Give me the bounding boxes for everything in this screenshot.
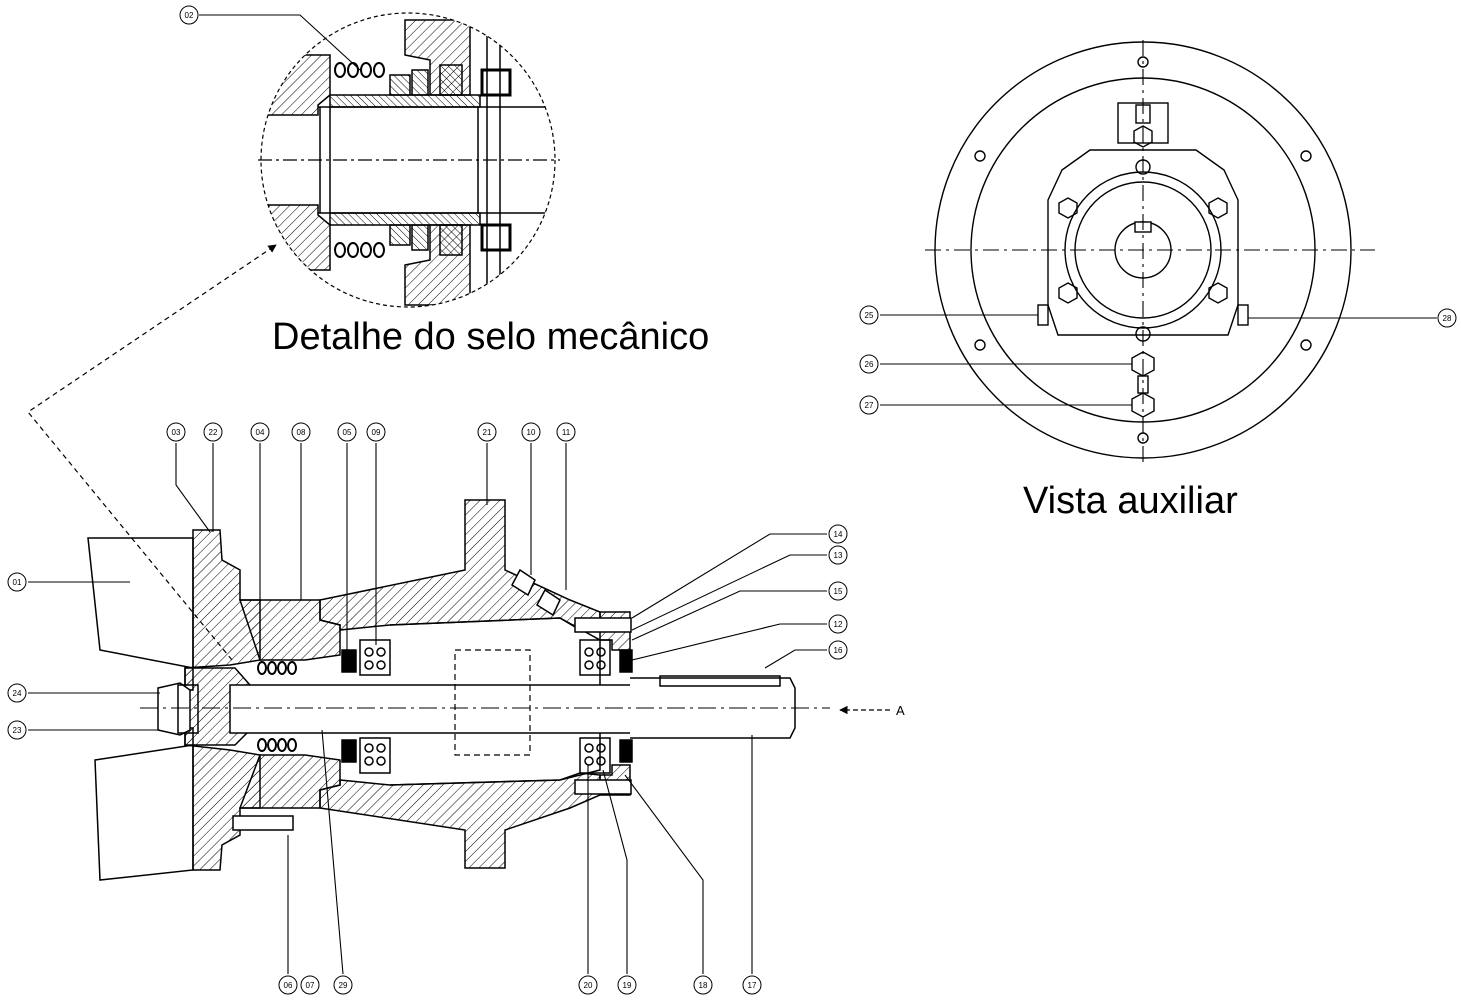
svg-text:13: 13 (834, 551, 843, 560)
svg-text:03: 03 (172, 428, 181, 437)
auxiliary-view-caption: Vista auxiliar (1023, 480, 1238, 522)
svg-text:12: 12 (834, 620, 843, 629)
seal-detail-view (258, 12, 560, 308)
svg-text:22: 22 (209, 428, 218, 437)
svg-text:04: 04 (256, 428, 265, 437)
balloon-13: 13 (828, 545, 848, 565)
balloon-18: 18 (693, 975, 713, 995)
svg-text:16: 16 (834, 646, 843, 655)
svg-text:01: 01 (13, 578, 22, 587)
balloon-28: 28 (1437, 308, 1457, 328)
main-section-view (87, 499, 890, 881)
balloon-05: 05 (337, 422, 357, 442)
svg-text:05: 05 (343, 428, 352, 437)
seal-detail-caption: Detalhe do selo mecânico (272, 316, 710, 358)
balloon-21: 21 (477, 422, 497, 442)
balloon-19: 19 (617, 975, 637, 995)
balloon-11: 11 (556, 422, 576, 442)
svg-text:28: 28 (1443, 314, 1452, 323)
balloon-29: 29 (333, 975, 353, 995)
svg-text:06: 06 (284, 981, 293, 990)
svg-text:09: 09 (372, 428, 381, 437)
balloon-15: 15 (828, 581, 848, 601)
svg-text:08: 08 (297, 428, 306, 437)
balloon-10: 10 (521, 422, 541, 442)
balloon-17: 17 (742, 975, 762, 995)
svg-text:15: 15 (834, 587, 843, 596)
balloon-09: 09 (366, 422, 386, 442)
svg-text:19: 19 (623, 981, 632, 990)
svg-text:26: 26 (865, 360, 874, 369)
balloon-03: 03 (166, 422, 186, 442)
balloon-08: 08 (291, 422, 311, 442)
balloon-06: 06 (278, 975, 298, 995)
svg-text:27: 27 (865, 401, 874, 410)
view-arrow-label: A (896, 703, 905, 718)
svg-text:02: 02 (185, 11, 194, 20)
balloon-20: 20 (578, 975, 598, 995)
balloon-16: 16 (828, 640, 848, 660)
balloon-27: 27 (859, 395, 879, 415)
svg-text:14: 14 (834, 530, 843, 539)
svg-text:11: 11 (562, 428, 571, 437)
balloon-01: 01 (7, 572, 27, 592)
balloon-12: 12 (828, 614, 848, 634)
svg-text:29: 29 (339, 981, 348, 990)
svg-text:25: 25 (865, 311, 874, 320)
balloon-24: 24 (7, 683, 27, 703)
balloon-14: 14 (828, 524, 848, 544)
balloon-02: 02 (179, 5, 199, 25)
svg-text:07: 07 (306, 981, 315, 990)
balloon-23: 23 (7, 720, 27, 740)
svg-text:10: 10 (527, 428, 536, 437)
svg-text:23: 23 (13, 726, 22, 735)
auxiliary-view (925, 40, 1375, 465)
svg-text:20: 20 (584, 981, 593, 990)
balloon-04: 04 (250, 422, 270, 442)
balloon-07: 07 (300, 975, 320, 995)
leader-lines (28, 14, 1437, 975)
balloon-26: 26 (859, 354, 879, 374)
svg-text:18: 18 (699, 981, 708, 990)
balloon-25: 25 (859, 305, 879, 325)
svg-text:21: 21 (483, 428, 492, 437)
svg-text:17: 17 (748, 981, 757, 990)
balloon-22: 22 (203, 422, 223, 442)
svg-text:24: 24 (13, 689, 22, 698)
